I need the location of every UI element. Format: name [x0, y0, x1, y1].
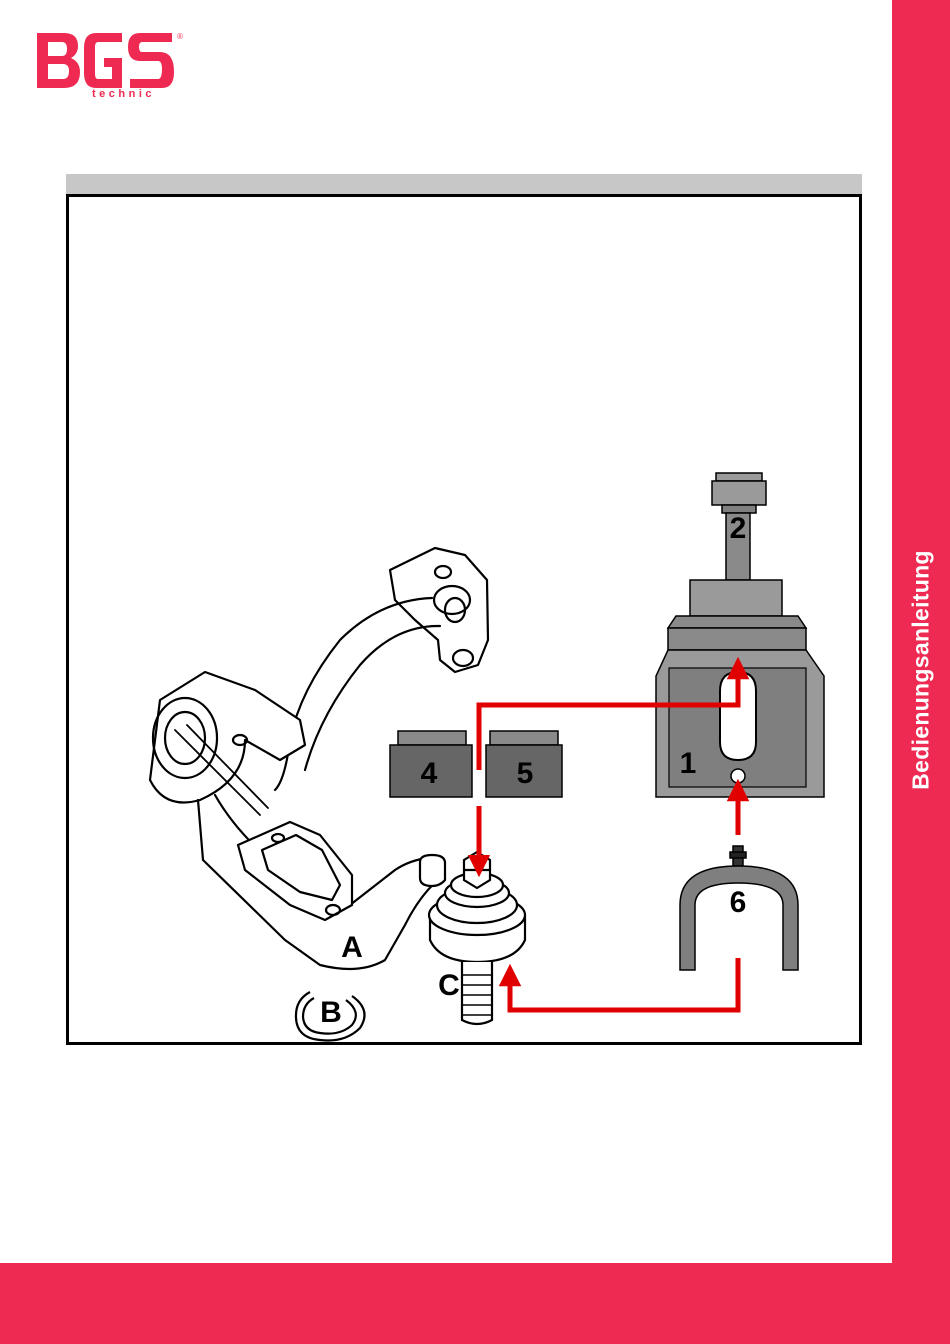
bgs-logo: ® technic — [34, 28, 184, 98]
label-part-1: 1 — [680, 747, 697, 780]
figure-header-strip — [66, 174, 862, 194]
label-part-5: 5 — [517, 757, 534, 790]
label-part-2: 2 — [730, 512, 747, 545]
registered-mark: ® — [177, 32, 183, 41]
label-part-4: 4 — [421, 757, 438, 790]
label-part-c: C — [438, 969, 460, 1002]
label-part-a: A — [341, 931, 363, 964]
bottom-bar — [0, 1263, 950, 1344]
assembly-figure: 2 1 4 5 6 A C B — [66, 194, 862, 1045]
sidebar-label: Bedienungsanleitung — [908, 550, 935, 790]
label-part-6: 6 — [730, 886, 747, 919]
brand-sub: technic — [92, 88, 155, 98]
label-part-b: B — [320, 996, 342, 1029]
